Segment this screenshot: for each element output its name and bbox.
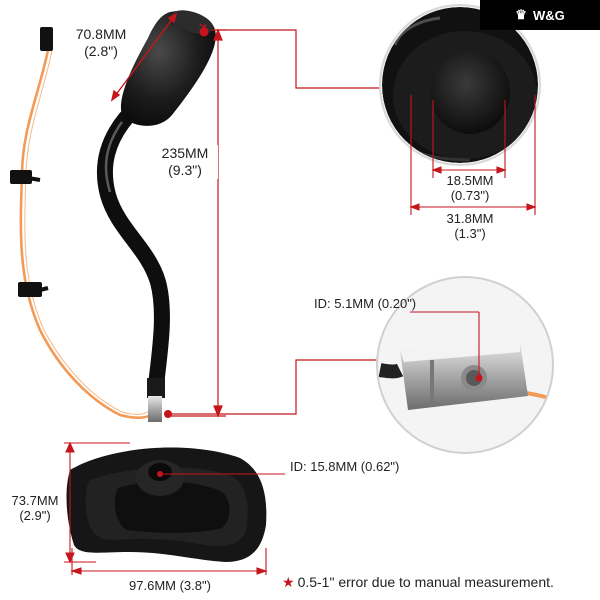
boot-width-dimension: [70, 548, 268, 575]
boot-width-label: 97.6MM (3.8"): [129, 578, 211, 593]
cap-leader-line: [212, 29, 380, 89]
boot-height-in: (2.9"): [19, 508, 51, 523]
brand-logo-text: W&G: [532, 7, 565, 23]
cap-outer-mm: 31.8MM: [446, 211, 494, 226]
boot-height-dimension: [64, 441, 130, 564]
wire-clip-lower: [18, 282, 42, 297]
cap-inner-in: (0.73"): [450, 188, 490, 203]
length-label: 235MM (9.3"): [152, 145, 218, 179]
crown-icon: ♛: [515, 7, 527, 22]
wire-harness: [10, 27, 159, 420]
knob-width-mm: 70.8MM: [75, 26, 127, 42]
length-in: (9.3"): [168, 162, 202, 178]
cap-outer-dimension: [409, 95, 537, 215]
cap-inner-label: 18.5MM (0.73"): [440, 173, 500, 203]
bracket-leader-line: [170, 359, 378, 415]
measure-point-boot: [157, 471, 163, 477]
length-dimension: [170, 28, 226, 418]
star-icon: ★: [282, 574, 295, 590]
cap-inner-mm: 18.5MM: [446, 173, 494, 188]
shift-knob: [120, 10, 216, 126]
shifter-boot: [66, 447, 267, 562]
boot-height-label: 73.7MM (2.9"): [4, 493, 66, 523]
knob-width-dimension: [110, 12, 178, 102]
bracket-id-label: ID: 5.1MM (0.20"): [314, 296, 417, 311]
knob-width-label: 70.8MM (2.8"): [56, 26, 146, 60]
brand-logo: ♛ W&G: [480, 0, 600, 30]
length-mm: 235MM: [161, 145, 209, 161]
bracket-hole: [466, 370, 482, 386]
knob-width-in: (2.8"): [84, 43, 118, 59]
measurement-note: ★0.5-1" error due to manual measurement.: [282, 574, 554, 591]
cap-outer-label: 31.8MM (1.3"): [440, 211, 500, 241]
measurement-note-text: 0.5-1" error due to manual measurement.: [297, 574, 554, 590]
bracket-id-leader: [410, 311, 480, 376]
shaft-end-fitting: [148, 396, 162, 422]
cap-inner-button: [430, 50, 510, 134]
wire-clip-upper: [10, 170, 32, 184]
knob-cap-zoom: [379, 4, 541, 166]
cap-inner-dimension: [431, 100, 507, 178]
bracket-zoom: [376, 276, 554, 454]
cap-outer-in: (1.3"): [454, 226, 486, 241]
boot-height-mm: 73.7MM: [11, 493, 59, 508]
boot-id-label: ID: 15.8MM (0.62"): [290, 459, 400, 474]
shifter-shaft: [96, 110, 172, 422]
wire-connector-top: [40, 27, 53, 51]
